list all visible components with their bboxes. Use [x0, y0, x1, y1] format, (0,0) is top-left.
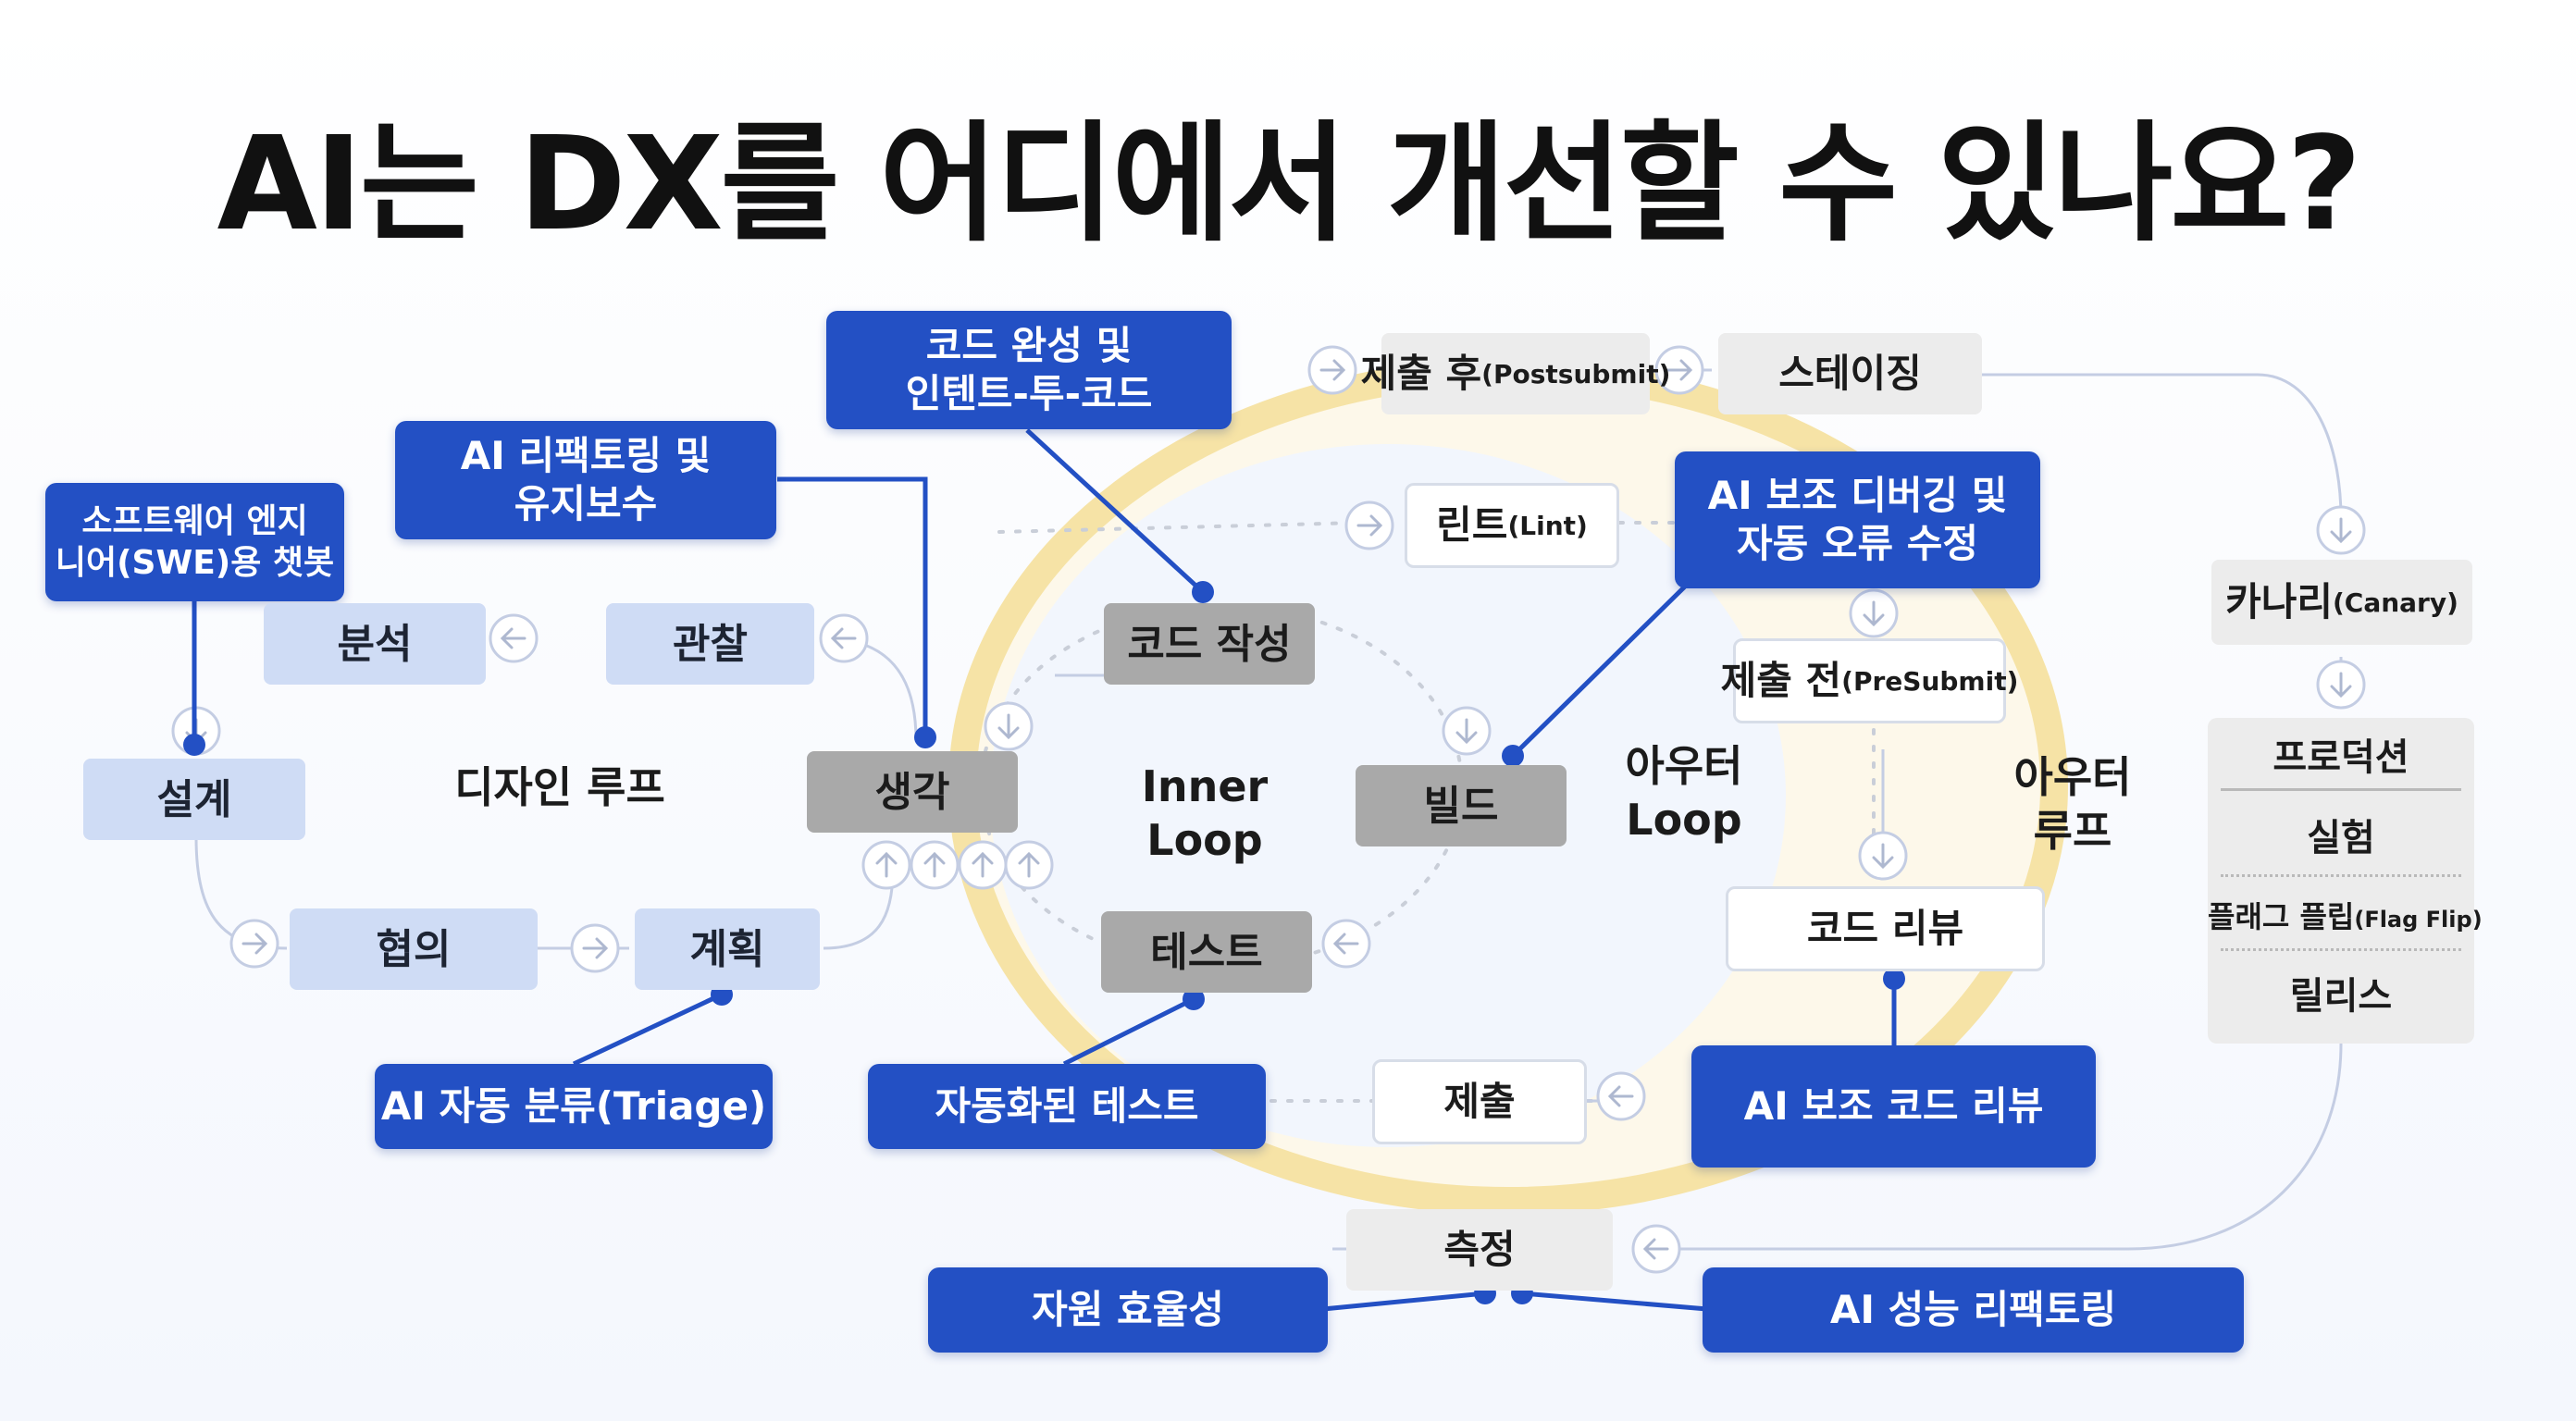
production-item[interactable]: 프로덕션 — [2273, 736, 2409, 779]
flag-flip-item[interactable]: 플래그 플립(Flag Flip) — [2208, 894, 2483, 936]
ai-code-review-box[interactable]: AI 보조 코드 리뷰 — [1691, 1045, 2096, 1168]
ai-debugging-label: AI 보조 디버깅 및 자동 오류 수정 — [1707, 472, 2008, 567]
canary-sub-label: (Canary) — [2332, 587, 2458, 618]
presubmit-box[interactable]: 제출 전(PreSubmit) — [1721, 638, 2018, 723]
observe-box[interactable]: 관찰 — [606, 603, 814, 685]
production-panel — [2208, 718, 2474, 1044]
postsubmit-box[interactable]: 제출 후(Postsubmit) — [1361, 333, 1670, 414]
lint-label: 린트 — [1436, 501, 1508, 548]
test-box[interactable]: 테스트 — [1101, 911, 1312, 993]
consult-label: 협의 — [376, 925, 452, 973]
presubmit-sub-label: (PreSubmit) — [1841, 665, 2019, 697]
code-review-box[interactable]: 코드 리뷰 — [1726, 886, 2045, 971]
production-divider — [2221, 788, 2461, 791]
swe-chatbot-box[interactable]: 소프트웨어 엔지 니어(SWE)용 챗봇 — [45, 483, 344, 601]
build-label: 빌드 — [1423, 782, 1499, 830]
ai-refactoring-box[interactable]: AI 리팩토링 및 유지보수 — [395, 421, 776, 539]
code-completion-ai-box[interactable]: 코드 완성 및 인텐트-투-코드 — [826, 311, 1232, 429]
ai-triage-label: AI 자동 분류(Triage) — [380, 1082, 767, 1129]
observe-label: 관찰 — [673, 620, 748, 668]
ai-performance-refactoring-label: AI 성능 리팩토링 — [1829, 1286, 2117, 1332]
inner-loop-label: Inner Loop — [1141, 761, 1269, 865]
canary-label: 카나리 — [2225, 578, 2333, 624]
analysis-box[interactable]: 분석 — [264, 603, 486, 685]
submit-label: 제출 — [1443, 1078, 1516, 1124]
measure-label: 측정 — [1443, 1226, 1516, 1272]
ai-triage-box[interactable]: AI 자동 분류(Triage) — [375, 1064, 773, 1149]
analysis-label: 분석 — [337, 620, 413, 668]
ai-performance-refactoring-box[interactable]: AI 성능 리팩토링 — [1703, 1267, 2244, 1353]
automated-test-box[interactable]: 자동화된 테스트 — [868, 1064, 1266, 1149]
code-completion-ai-label: 코드 완성 및 인텐트-투-코드 — [905, 322, 1153, 417]
flag-flip-label: 플래그 플립 — [2208, 899, 2355, 934]
plan-label: 계획 — [689, 925, 765, 973]
think-box[interactable]: 생각 — [807, 751, 1018, 833]
submit-box[interactable]: 제출 — [1372, 1059, 1587, 1144]
test-label: 테스트 — [1150, 928, 1263, 976]
flag-flip-sub-label: (Flag Flip) — [2354, 907, 2483, 933]
arrow-glyphs — [185, 359, 2352, 1260]
think-label: 생각 — [874, 768, 950, 816]
write-code-label: 코드 작성 — [1127, 620, 1292, 668]
page-title: AI는 DX를 어디에서 개선할 수 있나요? — [217, 109, 2362, 260]
postsubmit-label: 제출 후 — [1360, 350, 1482, 396]
release-item[interactable]: 릴리스 — [2289, 975, 2393, 1018]
measure-box[interactable]: 측정 — [1346, 1209, 1613, 1291]
resource-efficiency-box[interactable]: 자원 효율성 — [928, 1267, 1328, 1353]
build-box[interactable]: 빌드 — [1356, 765, 1567, 846]
presubmit-label: 제출 전 — [1720, 657, 1842, 703]
ai-code-review-label: AI 보조 코드 리뷰 — [1743, 1082, 2044, 1129]
postsubmit-sub-label: (Postsubmit) — [1481, 358, 1671, 389]
write-code-box[interactable]: 코드 작성 — [1104, 603, 1315, 685]
lint-sub-label: (Lint) — [1507, 510, 1588, 541]
code-review-label: 코드 리뷰 — [1806, 905, 1964, 951]
ai-refactoring-label: AI 리팩토링 및 유지보수 — [460, 432, 712, 527]
outer-loop-kr-label: 아우터 루프 — [2013, 752, 2132, 856]
automated-test-label: 자동화된 테스트 — [935, 1082, 1199, 1129]
consult-box[interactable]: 협의 — [290, 908, 538, 990]
swe-chatbot-label: 소프트웨어 엔지 니어(SWE)용 챗봇 — [55, 502, 335, 582]
plan-box[interactable]: 계획 — [635, 908, 820, 990]
canary-box[interactable]: 카나리(Canary) — [2211, 560, 2472, 645]
ai-debugging-box[interactable]: AI 보조 디버깅 및 자동 오류 수정 — [1675, 451, 2040, 588]
experiment-divider — [2221, 874, 2461, 877]
experiment-item[interactable]: 실험 — [2307, 817, 2375, 859]
staging-box[interactable]: 스테이징 — [1718, 333, 1982, 414]
design-label: 설계 — [156, 775, 232, 823]
design-loop-label: 디자인 루프 — [454, 762, 665, 812]
resource-efficiency-label: 자원 효율성 — [1032, 1286, 1224, 1332]
outer-loop-en-label: 아우터 Loop — [1625, 741, 1743, 845]
design-box[interactable]: 설계 — [83, 759, 305, 840]
lint-box[interactable]: 린트(Lint) — [1405, 483, 1619, 568]
ai-connectors — [192, 428, 1897, 1312]
staging-label: 스테이징 — [1778, 350, 1922, 396]
flag-flip-divider — [2221, 948, 2461, 951]
